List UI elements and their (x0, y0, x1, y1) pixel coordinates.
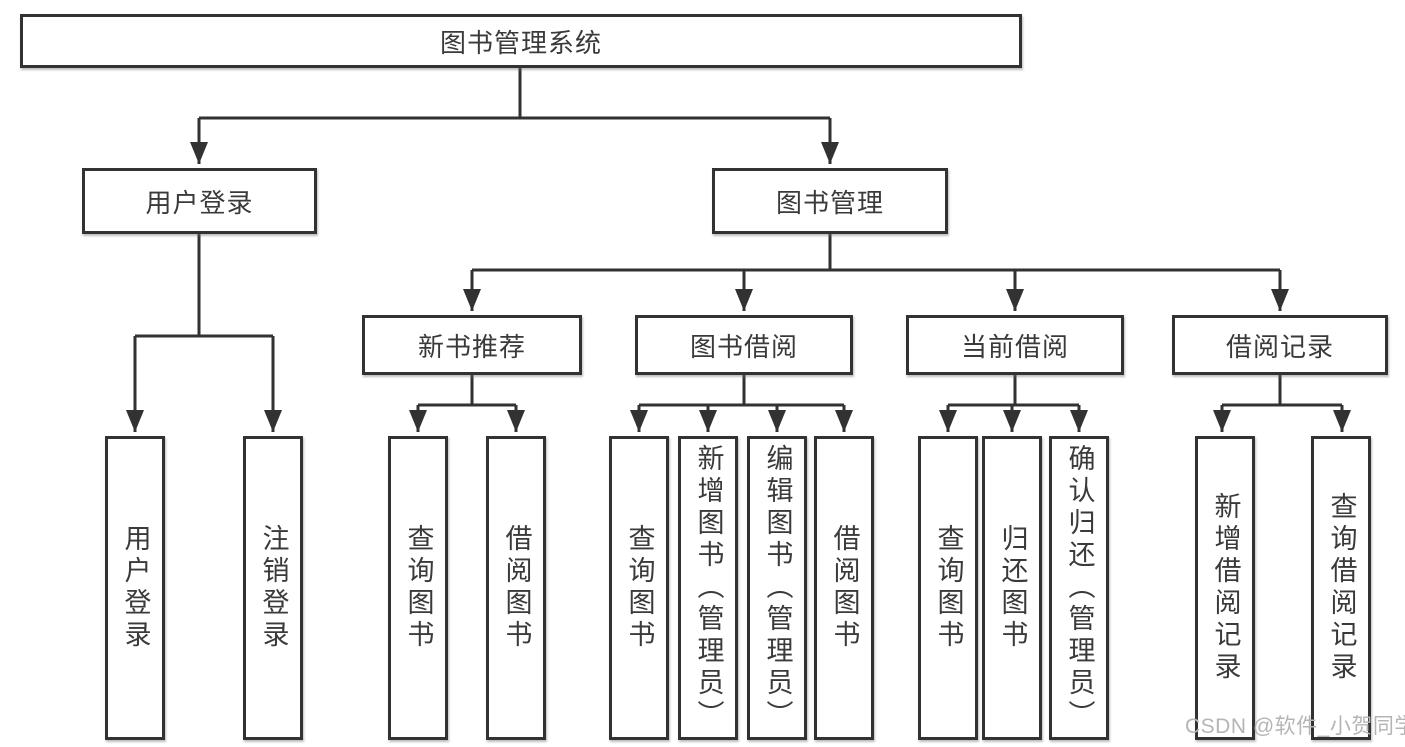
connector-borrow-records-to-leaves (1213, 375, 1351, 432)
leaf-user-login: 用户登录 (105, 436, 165, 740)
leaf-query-books-borrow-label: 查询图书 (624, 524, 655, 652)
leaf-add-borrow-record-label: 新增借阅记录 (1210, 492, 1241, 684)
leaf-logout: 注销登录 (243, 436, 303, 740)
leaf-edit-book-admin: 编辑图书（管理员） (747, 436, 807, 740)
leaf-borrow-books-recommend-label: 借阅图书 (501, 524, 532, 652)
leaf-query-books-recommend: 查询图书 (388, 436, 448, 740)
leaf-borrow-books: 借阅图书 (814, 436, 874, 740)
leaf-borrow-books-label: 借阅图书 (829, 524, 860, 652)
connector-book-management-to-groups (463, 234, 1289, 311)
leaf-return-book-label: 归还图书 (997, 524, 1028, 652)
connector-user-login-to-leaves (126, 234, 282, 432)
connector-current-borrow-to-leaves (939, 375, 1088, 432)
node-new-book-recommend: 新书推荐 (362, 315, 582, 375)
node-new-book-recommend-label: 新书推荐 (417, 331, 526, 362)
leaf-add-borrow-record: 新增借阅记录 (1195, 436, 1255, 740)
node-borrow-records: 借阅记录 (1172, 315, 1388, 375)
leaf-borrow-books-recommend: 借阅图书 (486, 436, 546, 740)
leaf-edit-book-admin-label: 编辑图书（管理员） (762, 444, 793, 732)
leaf-query-books-borrow: 查询图书 (609, 436, 669, 740)
leaf-logout-label: 注销登录 (258, 524, 289, 652)
leaf-query-books-current-label: 查询图书 (933, 524, 964, 652)
node-book-borrow: 图书借阅 (635, 315, 853, 375)
leaf-add-book-admin-label: 新增图书（管理员） (693, 444, 724, 732)
leaf-user-login-label: 用户登录 (120, 524, 151, 652)
node-user-login: 用户登录 (82, 168, 317, 234)
leaf-query-books-current: 查询图书 (918, 436, 978, 740)
node-current-borrow-label: 当前借阅 (960, 331, 1069, 362)
node-library-management-system: 图书管理系统 (20, 14, 1022, 68)
node-current-borrow: 当前借阅 (906, 315, 1124, 375)
leaf-add-book-admin: 新增图书（管理员） (678, 436, 738, 740)
connector-book-borrow-to-leaves (630, 375, 853, 432)
watermark: CSDN @软件_小贺同学 (1185, 715, 1405, 738)
node-book-management: 图书管理 (712, 168, 948, 234)
node-book-management-label: 图书管理 (775, 187, 884, 218)
node-user-login-label: 用户登录 (145, 187, 254, 218)
connector-root-to-level1 (190, 68, 839, 164)
node-borrow-records-label: 借阅记录 (1225, 331, 1334, 362)
node-book-borrow-label: 图书借阅 (689, 331, 798, 362)
leaf-query-books-recommend-label: 查询图书 (403, 524, 434, 652)
leaf-return-book: 归还图书 (982, 436, 1042, 740)
connector-new-book-recommend-to-leaves (409, 375, 525, 432)
node-library-management-system-label: 图书管理系统 (439, 27, 602, 58)
leaf-confirm-return-admin-label: 确认归还（管理员） (1064, 444, 1095, 732)
leaf-query-borrow-record: 查询借阅记录 (1311, 436, 1371, 740)
leaf-query-borrow-record-label: 查询借阅记录 (1326, 492, 1357, 684)
leaf-confirm-return-admin: 确认归还（管理员） (1049, 436, 1109, 740)
